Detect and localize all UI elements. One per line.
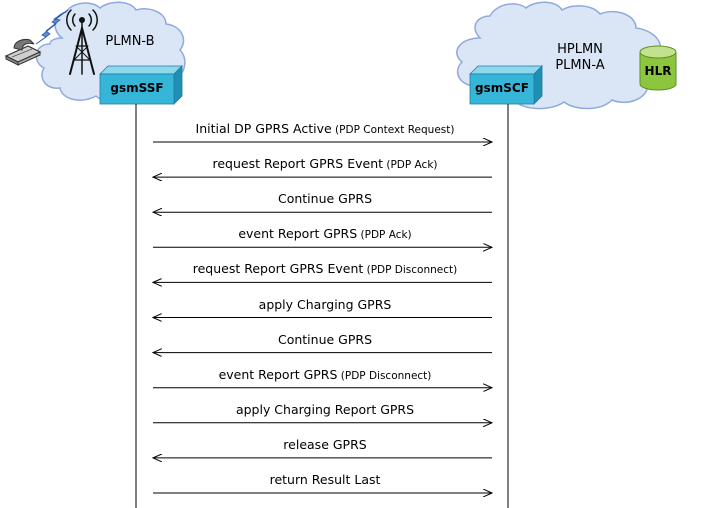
message-text: event Report GPRS (238, 226, 358, 242)
hlr-label: HLR (644, 64, 672, 78)
message-text: apply Charging Report GPRS (235, 401, 415, 417)
message-label-4: event Report GPRS (PDP Ack) (150, 226, 500, 241)
message-text: release GPRS (283, 436, 367, 452)
message-label-10: release GPRS (150, 437, 500, 452)
message-label-8: event Report GPRS (PDP Disconnect) (150, 367, 500, 382)
database-cylinder-icon (639, 45, 677, 91)
mobile-phone-icon (4, 39, 42, 66)
gsmscf-label: gsmSCF (475, 81, 529, 95)
message-text: request Report GPRS Event (212, 156, 384, 172)
lightning-signal-icon (35, 9, 69, 45)
message-text: apply Charging GPRS (258, 296, 392, 312)
message-arrows (153, 142, 492, 493)
message-label-1: Initial DP GPRS Active (PDP Context Requ… (150, 121, 500, 136)
plmn-b-label: PLMN-B (105, 34, 155, 49)
message-text: return Result Last (269, 472, 381, 487)
message-detail: (PDP Context Request) (331, 124, 455, 136)
message-detail: (PDP Ack) (357, 229, 412, 242)
message-text: request Report GPRS Event (192, 261, 364, 277)
message-detail: (PDP Disconnect) (363, 264, 458, 277)
message-text: Continue GPRS (277, 191, 373, 207)
message-label-6: apply Charging GPRS (150, 297, 500, 312)
hplmn-label: HPLMN (557, 42, 603, 57)
message-label-3: Continue GPRS (150, 191, 500, 206)
message-label-5: request Report GPRS Event (PDP Disconnec… (150, 261, 500, 276)
message-text: Continue GPRS (277, 331, 373, 347)
message-detail: (PDP Disconnect) (337, 369, 432, 382)
message-text: event Report GPRS (218, 366, 338, 382)
gsmssf-label: gsmSSF (110, 81, 164, 95)
plmn-a-label: PLMN-A (555, 58, 605, 73)
gsmssf-box (99, 65, 183, 105)
message-detail: (PDP Ack) (383, 159, 438, 172)
radio-tower-icon (66, 9, 98, 75)
message-label-9: apply Charging Report GPRS (150, 402, 500, 417)
message-label-11: return Result Last (150, 472, 500, 487)
gsmscf-box (469, 65, 543, 105)
message-label-2: request Report GPRS Event (PDP Ack) (150, 156, 500, 171)
message-text: Initial DP GPRS Active (195, 121, 332, 136)
message-label-7: Continue GPRS (150, 332, 500, 347)
